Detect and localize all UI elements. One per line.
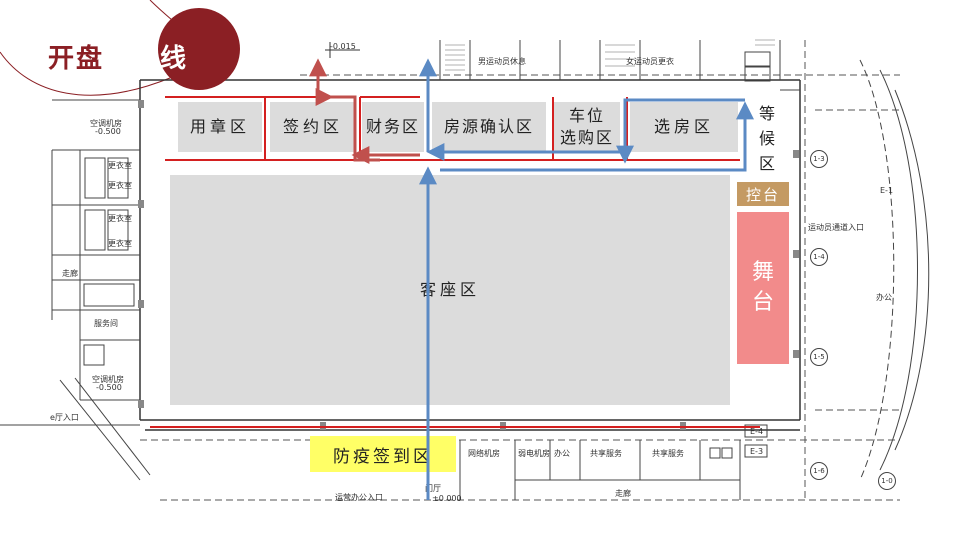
changing-room-1-label: 更衣室 (108, 161, 132, 170)
changing-room-4-label: 更衣室 (108, 239, 132, 248)
control-desk: 控台 (737, 182, 789, 206)
axis-marker-1-4: 1-4 (810, 248, 828, 266)
axis-marker-1-3: 1-3 (810, 150, 828, 168)
office-label: 办公 (554, 449, 570, 458)
waiting-zone-line3: 区 (758, 154, 775, 173)
office-right-label: 办公 (876, 293, 892, 302)
public-service-1-label: 共享服务 (590, 449, 622, 458)
stage-line2: 台 (751, 290, 774, 315)
ac-room-bottom-elev-label: -0.500 (96, 383, 122, 392)
house-confirm-zone: 房源确认区 (432, 102, 546, 152)
changing-room-2-label: 更衣室 (108, 181, 132, 190)
athlete-entrance-label: 运动员通道入口 (808, 223, 864, 232)
athlete-lounge-2-label: 女运动员更衣 (626, 57, 674, 66)
axis-marker-1-6: 1-6 (810, 462, 828, 480)
axis-e4-label: E-4 (750, 427, 764, 436)
service-room-label: 服务间 (94, 319, 118, 328)
axis-marker-1-0: 1-0 (878, 472, 896, 490)
signing-zone: 签约区 (270, 102, 356, 152)
title-badge: 开盘 动线 (40, 8, 240, 90)
parking-zone: 车位 选购区 (554, 102, 620, 152)
seal-zone: 用章区 (178, 102, 262, 152)
parking-zone-line2: 选购区 (559, 128, 614, 147)
corridor-left-label: 走廊 (62, 269, 78, 278)
house-select-zone: 选房区 (630, 102, 738, 152)
athlete-lounge-label: 男运动员休息 (478, 57, 526, 66)
changing-room-3-label: 更衣室 (108, 214, 132, 223)
waiting-zone-line1: 等 (758, 104, 775, 123)
waiting-zone: 等 候 区 (752, 100, 782, 174)
office-entrance-label: 运营办公入口 (335, 493, 383, 502)
axis-marker-1-5: 1-5 (810, 348, 828, 366)
stage-line1: 舞 (751, 260, 774, 285)
weak-room-label: 弱电机房 (518, 449, 550, 458)
ac-room-top-label: 空调机房 (90, 119, 122, 128)
entrance-left-label: e厅入口 (50, 413, 79, 422)
stage: 舞 台 (737, 212, 789, 364)
elevation-top-label: -0.015 (330, 42, 356, 51)
title-circle (158, 8, 240, 90)
elevation-bottom-label: ±0.000 (432, 494, 462, 503)
public-service-2-label: 共享服务 (652, 449, 684, 458)
network-room-label: 网络机房 (468, 449, 500, 458)
ac-room-top-elev-label: -0.500 (95, 127, 121, 136)
title-right: 动线 (132, 44, 189, 74)
title-left: 开盘 (48, 44, 105, 74)
corridor-bottom-label: 走廊 (615, 489, 631, 498)
finance-zone: 财务区 (362, 102, 424, 152)
waiting-zone-line2: 候 (758, 129, 775, 148)
hall-bottom-label: 门厅 (425, 484, 441, 493)
checkin-zone: 防疫签到区 (310, 436, 456, 472)
parking-zone-line1: 车位 (568, 106, 605, 125)
seating-zone: 客座区 (170, 175, 730, 405)
axis-e1-label: E-1 (880, 186, 894, 195)
axis-e3-label: E-3 (750, 447, 764, 456)
ac-room-bottom-label: 空调机房 (92, 375, 124, 384)
